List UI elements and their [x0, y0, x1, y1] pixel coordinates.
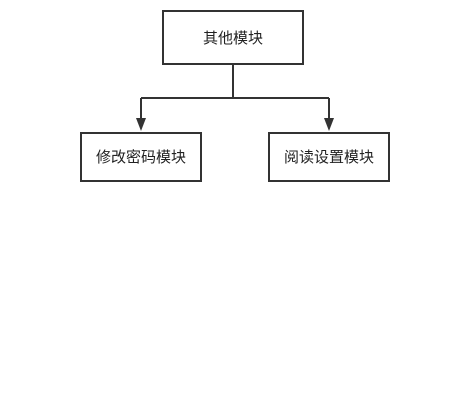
node-change-password: 修改密码模块 — [80, 132, 202, 182]
node-reading-settings-box — [268, 132, 390, 182]
node-root-box — [162, 10, 304, 65]
node-reading-settings-label: 阅读设置模块 — [284, 148, 374, 166]
node-root: 其他模块 — [162, 10, 304, 65]
arrowhead-child-0 — [136, 118, 146, 131]
node-root-label: 其他模块 — [203, 29, 263, 47]
arrowhead-child-1 — [324, 118, 334, 131]
node-reading-settings: 阅读设置模块 — [268, 132, 390, 182]
node-change-password-label: 修改密码模块 — [96, 148, 186, 166]
connectors — [136, 64, 334, 131]
node-change-password-box — [80, 132, 202, 182]
